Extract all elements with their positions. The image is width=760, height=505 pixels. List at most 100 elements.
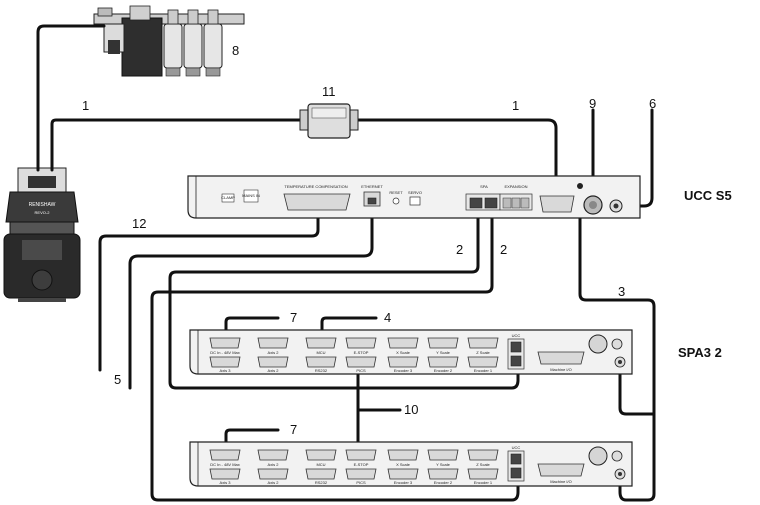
spa-machine-io-label: Machine I/O — [550, 367, 572, 372]
spa-port-label: DC In - 48V Max — [210, 462, 240, 467]
probe-model: REVO-2 — [35, 210, 51, 215]
spa-d-port — [209, 337, 241, 349]
callout-7-top: 7 — [290, 310, 297, 325]
spa-d-port — [467, 468, 499, 480]
spa-port-label: X Scale — [396, 462, 411, 467]
spa-port-label: Y Scale — [436, 462, 450, 467]
spa-d-port — [305, 337, 337, 349]
spa-port-label: Y Scale — [436, 350, 450, 355]
cable-2-a — [168, 204, 520, 390]
spa-port-label: Encoder 2 — [434, 368, 453, 373]
cable-air — [36, 24, 106, 172]
spa-port-label: Z Scale — [476, 462, 490, 467]
callout-9: 9 — [589, 96, 596, 111]
spa-port-label: RS232 — [315, 480, 328, 485]
machine-io-port — [537, 351, 585, 365]
ucc-reset-label: RESET — [389, 190, 403, 195]
spa-d-port — [305, 468, 337, 480]
spa-d-port — [257, 337, 289, 349]
cable-1-left — [50, 118, 307, 172]
spa-port-label: PICS — [356, 480, 366, 485]
callout-12: 12 — [132, 216, 146, 231]
spa-d-port — [427, 356, 459, 368]
spa-ucc-label: UCC — [512, 445, 521, 450]
spa-d-port — [305, 356, 337, 368]
spa-port-label: Encoder 1 — [474, 368, 493, 373]
spa-port-label: PICS — [356, 368, 366, 373]
spa-port-label: Axis 2 — [268, 480, 280, 485]
spa-d-port — [387, 337, 419, 349]
callout-2-left: 2 — [456, 242, 463, 257]
ucc-spa-label: SPA — [480, 184, 488, 189]
ucc-expansion-label: EXPANSION — [504, 184, 527, 189]
inline-unit-11 — [299, 103, 359, 139]
spa-d-port — [387, 468, 419, 480]
spa-d-port — [387, 356, 419, 368]
callout-5: 5 — [114, 372, 121, 387]
spa-d-port — [345, 356, 377, 368]
cable-3 — [578, 188, 656, 502]
ucc-mains-label: MAINS IN — [242, 193, 260, 198]
spa-d-port — [387, 449, 419, 461]
callout-2-right: 2 — [500, 242, 507, 257]
spa-port-label: Axis 3 — [220, 368, 232, 373]
temp-comp-port — [283, 193, 351, 211]
ucc-temp-comp-label: TEMPERATURE COMPENSATION — [284, 184, 347, 189]
cable-5 — [128, 204, 374, 390]
spa-d-port — [427, 468, 459, 480]
callout-11: 11 — [322, 84, 336, 99]
spa-ucc-label: UCC — [512, 333, 521, 338]
spa-port-label: Encoder 1 — [474, 480, 493, 485]
spa-port-label: MCU — [316, 350, 325, 355]
spa-d-port — [209, 449, 241, 461]
callout-8: 8 — [232, 43, 239, 58]
ucc-ethernet-label: ETHERNET — [361, 184, 383, 189]
spa-port-label: Encoder 2 — [434, 480, 453, 485]
spa-d-port — [257, 356, 289, 368]
spa-port-label: Axis 2 — [268, 350, 280, 355]
spa-d-port — [257, 468, 289, 480]
cable-7-top — [224, 316, 280, 348]
spa-d-port — [467, 337, 499, 349]
spa-d-port — [427, 337, 459, 349]
cable-2-b — [150, 204, 520, 502]
callout-7-bottom: 7 — [290, 422, 297, 437]
spa-port-label: MCU — [316, 462, 325, 467]
spa-d-port — [305, 449, 337, 461]
air-filter-unit — [93, 5, 245, 77]
spa-port-label: Z Scale — [476, 350, 490, 355]
probe-brand: RENISHAW — [29, 202, 56, 208]
callout-1-left: 1 — [82, 98, 89, 113]
probe-head: RENISHAW REVO-2 — [3, 167, 81, 302]
spa-port-label: Encoder 3 — [394, 368, 413, 373]
spa-port-label: X Scale — [396, 350, 411, 355]
spa-port-label: RS232 — [315, 368, 328, 373]
spa-port-label: Axis 2 — [268, 368, 280, 373]
callout-3: 3 — [618, 284, 625, 299]
spa-d-port — [345, 449, 377, 461]
spa-port-label: DC In - 48V Max — [210, 350, 240, 355]
spa-d-port — [209, 468, 241, 480]
ucc-s5-panel: CLAMP MAINS IN TEMPERATURE COMPENSATION … — [187, 175, 641, 219]
spa-port-label: E-STOP — [354, 462, 369, 467]
ucc-title: UCC S5 — [684, 188, 732, 203]
spa-port-label: Axis 2 — [268, 462, 280, 467]
spa-d-port — [345, 337, 377, 349]
callout-1-right: 1 — [512, 98, 519, 113]
cable-12 — [98, 208, 320, 372]
spa-port-label: Axis 3 — [220, 480, 232, 485]
cable-6 — [614, 108, 654, 208]
callout-10: 10 — [404, 402, 418, 417]
cable-7-bottom — [224, 428, 280, 460]
spa-d-port — [209, 356, 241, 368]
cables — [36, 24, 656, 502]
cable-1-right — [353, 118, 558, 198]
cable-4 — [320, 316, 378, 348]
callout-4: 4 — [384, 310, 391, 325]
spa-d-port — [257, 449, 289, 461]
spa-d-port — [427, 449, 459, 461]
spa-port-label: Encoder 3 — [394, 480, 413, 485]
ucc-servo-label: SERVO — [408, 190, 422, 195]
